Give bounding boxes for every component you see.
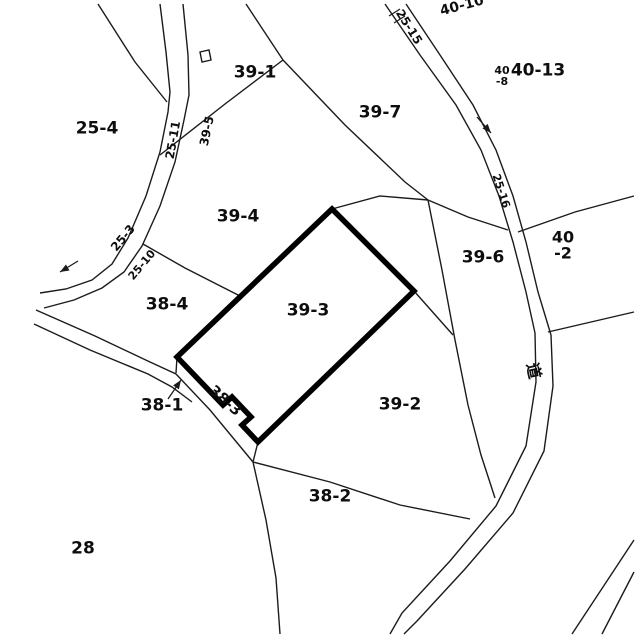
- road-right-2: [403, 334, 554, 635]
- arrow-38-1-head: [173, 380, 181, 390]
- road-left-edge-2: [43, 3, 190, 309]
- survey-mark-square: [199, 49, 212, 63]
- boundary-39-7-39-6: [427, 199, 509, 231]
- boundary-39-7-lower: [282, 59, 429, 201]
- road-lower-left-2: [33, 323, 193, 403]
- boundary-39-6-39-2: [427, 199, 496, 499]
- road-upper-right-1: [384, 3, 536, 334]
- road-tick-1: [388, 8, 401, 17]
- road-right-1: [389, 332, 537, 635]
- corner-line-1: [571, 539, 635, 635]
- boundary-39-1-39-7: [245, 3, 284, 61]
- map-arrows: [59, 8, 492, 400]
- road-upper-right-2: [405, 3, 552, 336]
- boundary-40-13-40-2: [517, 195, 635, 233]
- arrow-upper-right-road-head: [482, 123, 491, 133]
- boundary-ext-bottom-corner: [252, 441, 259, 463]
- road-lower-left-1: [35, 309, 281, 635]
- corner-line-2: [601, 571, 635, 635]
- parcel-boundaries: [33, 3, 635, 635]
- boundary-39-1-39-4: [159, 59, 284, 156]
- boundary-ext-top-corner: [331, 195, 429, 210]
- arrow-left-road-head: [60, 264, 70, 272]
- boundary-39-4-38-4: [142, 243, 241, 297]
- road-left-edge-1: [39, 3, 171, 294]
- highlight-parcel-39-3-outline: [173, 205, 418, 446]
- boundary-ext-right-corner: [413, 290, 454, 336]
- parcel-25-4-top-line: [97, 3, 168, 103]
- boundary-40-2-lower: [547, 311, 635, 333]
- boundary-39-2-38-2: [252, 461, 471, 520]
- road-tick-2: [393, 15, 406, 24]
